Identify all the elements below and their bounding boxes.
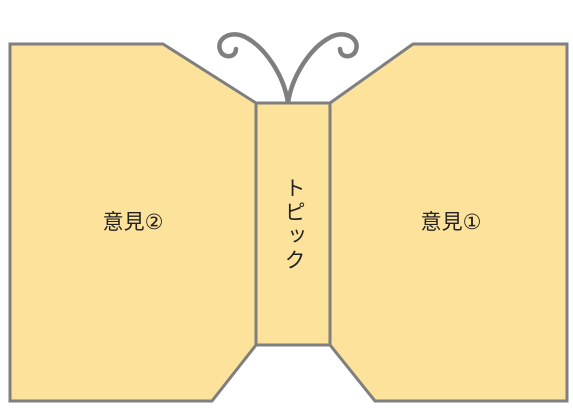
- right-antenna: [285, 32, 359, 106]
- center-label: トピック: [282, 177, 306, 273]
- left-wing-label: 意見②: [103, 210, 164, 234]
- right-wing-label: 意見①: [421, 210, 482, 234]
- left-antenna: [217, 32, 291, 106]
- center-body: [254, 101, 332, 347]
- antennae: [217, 32, 359, 106]
